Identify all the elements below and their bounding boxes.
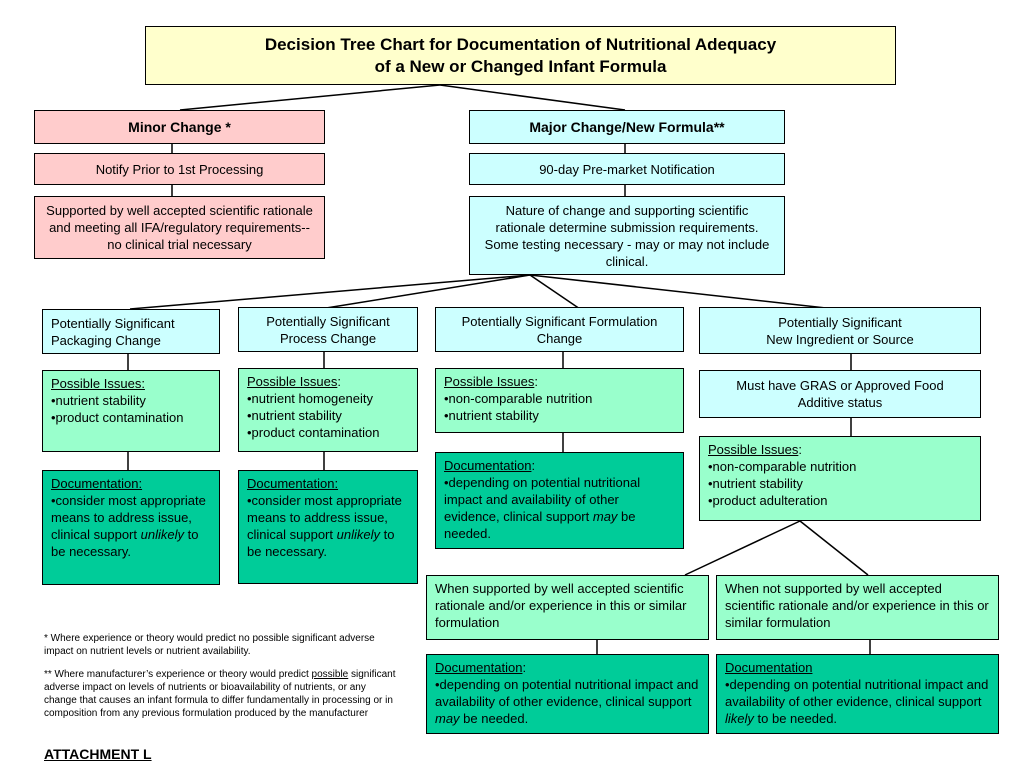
formulation-doc-text: •depending on potential nutritional impa… — [444, 475, 641, 524]
gras-status-box: Must have GRAS or Approved Food Additive… — [699, 370, 981, 418]
footnote-major-underlined: possible — [311, 669, 349, 680]
formulation-change-header: Potentially Significant Formulation Chan… — [435, 307, 684, 352]
supported-doc-emphasis: may — [435, 711, 460, 726]
process-issues-box: Possible Issues: •nutrient homogeneity •… — [238, 368, 418, 452]
packaging-issues-label: Possible Issues: — [51, 376, 145, 391]
not-supported-doc-text: •depending on potential nutritional impa… — [725, 677, 989, 709]
process-doc-emphasis: unlikely — [336, 527, 380, 542]
major-description-box: Nature of change and supporting scientif… — [469, 196, 785, 275]
chart-title-line1: Decision Tree Chart for Documentation of… — [264, 34, 777, 54]
supported-doc-text: •depending on potential nutritional impa… — [435, 677, 699, 709]
footnote-minor: * Where experience or theory would predi… — [44, 633, 375, 657]
process-issue-item: •nutrient homogeneity — [247, 391, 373, 406]
supported-documentation-box: Documentation: •depending on potential n… — [426, 654, 709, 734]
process-documentation-box: Documentation: •consider most appropriat… — [238, 470, 418, 584]
formulation-issues-label: Possible Issues — [444, 374, 535, 389]
supported-scenario-box: When supported by well accepted scientif… — [426, 575, 709, 640]
process-issue-item: •product contamination — [247, 425, 380, 440]
formulation-doc-label: Documentation — [444, 458, 532, 473]
process-issues-colon: : — [337, 374, 341, 389]
formulation-doc-emphasis: may — [592, 509, 618, 524]
packaging-doc-text: •consider most appropriate means to addr… — [51, 493, 206, 542]
packaging-issue-item: •product contamination — [51, 410, 184, 425]
major-notify-box: 90-day Pre-market Notification — [469, 153, 785, 185]
packaging-issues-box: Possible Issues: •nutrient stability •pr… — [42, 370, 220, 452]
packaging-doc-text-end: to be necessary. — [51, 527, 199, 559]
process-doc-text-end: to be necessary. — [247, 527, 395, 559]
supported-doc-text-end: be needed. — [459, 711, 529, 726]
not-supported-documentation-box: Documentation •depending on potential nu… — [716, 654, 999, 734]
not-supported-doc-text-end: to be needed. — [753, 711, 838, 726]
ingredient-change-header: Potentially Significant New Ingredient o… — [699, 307, 981, 354]
chart-title: Decision Tree Chart for Documentation of… — [145, 26, 896, 85]
formulation-issue-item: •nutrient stability — [444, 408, 539, 423]
process-issues-label: Possible Issues — [247, 374, 338, 389]
formulation-issue-item: •non-comparable nutrition — [444, 391, 593, 406]
process-doc-text: •consider most appropriate means to addr… — [247, 493, 402, 542]
attachment-label: ATTACHMENT L — [44, 746, 152, 762]
minor-notify-box: Notify Prior to 1st Processing — [34, 153, 325, 185]
footnote-major-text-end: significant adverse impact on levels of … — [44, 669, 396, 719]
not-supported-doc-label: Documentation — [725, 660, 813, 675]
process-issue-item: •nutrient stability — [247, 408, 342, 423]
ingredient-issue-item: •product adulteration — [708, 493, 828, 508]
ingredient-header-line1: Potentially Significant — [778, 314, 902, 330]
process-doc-label: Documentation: — [247, 476, 339, 491]
packaging-documentation-box: Documentation: •consider most appropriat… — [42, 470, 220, 585]
formulation-documentation-box: Documentation: •depending on potential n… — [435, 452, 684, 549]
packaging-doc-emphasis: unlikely — [140, 527, 184, 542]
ingredient-header-line2: New Ingredient or Source — [766, 331, 914, 347]
process-change-header: Potentially Significant Process Change — [238, 307, 418, 352]
footnote-major: ** Where manufacturer’s experience or th… — [44, 668, 399, 720]
ingredient-issues-colon: : — [798, 442, 802, 457]
packaging-issue-item: •nutrient stability — [51, 393, 146, 408]
ingredient-issue-item: •nutrient stability — [708, 476, 803, 491]
ingredient-issues-label: Possible Issues — [708, 442, 799, 457]
minor-change-header: Minor Change * — [34, 110, 325, 144]
not-supported-scenario-box: When not supported by well accepted scie… — [716, 575, 999, 640]
supported-doc-colon: : — [522, 660, 527, 675]
formulation-doc-colon: : — [531, 458, 536, 473]
formulation-issues-box: Possible Issues: •non-comparable nutriti… — [435, 368, 684, 433]
not-supported-doc-emphasis: likely — [725, 711, 754, 726]
major-change-header: Major Change/New Formula** — [469, 110, 785, 144]
ingredient-issue-item: •non-comparable nutrition — [708, 459, 857, 474]
formulation-issues-colon: : — [534, 374, 538, 389]
minor-description-box: Supported by well accepted scientific ra… — [34, 196, 325, 259]
ingredient-issues-box: Possible Issues: •non-comparable nutriti… — [699, 436, 981, 521]
footnote-major-text: ** Where manufacturer’s experience or th… — [44, 669, 312, 680]
packaging-doc-label: Documentation: — [51, 476, 143, 491]
formulation-doc-text-end: be needed. — [444, 509, 636, 541]
chart-title-line2: of a New or Changed Infant Formula — [374, 56, 667, 76]
packaging-change-header: Potentially Significant Packaging Change — [42, 309, 220, 354]
supported-doc-label: Documentation — [435, 660, 523, 675]
